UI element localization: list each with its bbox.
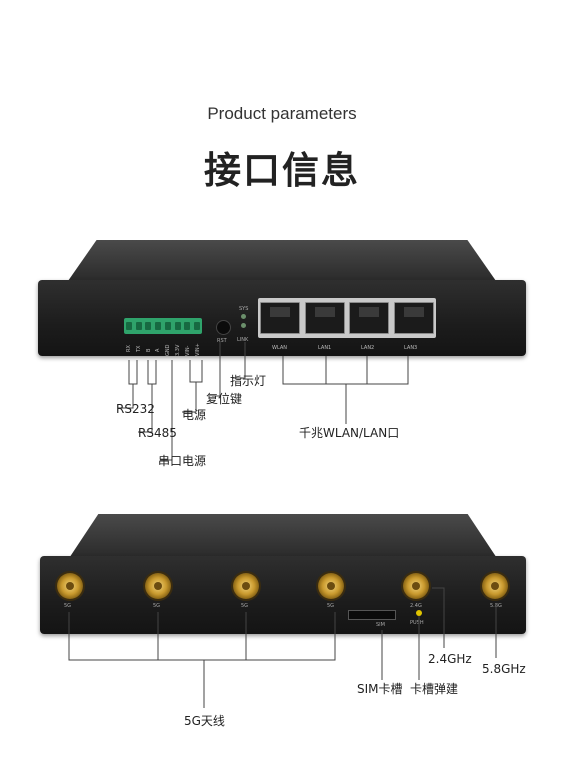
rear-device-top <box>69 514 497 558</box>
annot-rs485: RS485 <box>138 426 177 440</box>
antenna-connector-icon <box>482 573 508 599</box>
port-label-lan1: LAN1 <box>318 345 332 351</box>
antenna-label-4: 5G <box>327 603 335 609</box>
annot-2-4ghz: 2.4GHz <box>428 652 472 666</box>
ethernet-port-lan1[interactable] <box>304 302 345 334</box>
ethernet-port-lan3[interactable] <box>393 302 434 334</box>
led-label-link: LINK <box>237 337 249 343</box>
sim-card-slot[interactable] <box>348 610 396 620</box>
ethernet-port-wlan[interactable] <box>260 302 301 334</box>
antenna-label-1: 5G <box>64 603 72 609</box>
annot-indicator: 指示灯 <box>230 374 267 388</box>
annot-eject: 卡槽弹建 <box>410 682 459 696</box>
port-label-lan2: LAN2 <box>361 345 375 351</box>
push-eject-button[interactable] <box>416 610 422 616</box>
push-label: PUSH <box>410 620 424 626</box>
front-device-top <box>67 240 497 282</box>
rear-device-body <box>40 556 526 634</box>
page-title: 接口信息 <box>204 149 360 192</box>
port-label-lan3: LAN3 <box>404 345 418 351</box>
annot-reset-key: 复位键 <box>206 392 243 406</box>
annot-gigabit-ports: 千兆WLAN/LAN口 <box>299 426 400 440</box>
antenna-connector-icon <box>318 573 344 599</box>
ethernet-port-lan2[interactable] <box>349 302 390 334</box>
sim-slot-label: SIM <box>376 622 385 628</box>
link-led-icon <box>241 323 246 328</box>
antenna-label-3: 5G <box>241 603 249 609</box>
antenna-connector-icon <box>233 573 259 599</box>
page-subtitle: Product parameters <box>207 104 357 123</box>
antenna-connector-icon <box>145 573 171 599</box>
terminal-block <box>124 318 202 334</box>
annot-rs232: RS232 <box>116 402 155 416</box>
annot-5-8ghz: 5.8GHz <box>482 662 526 676</box>
rst-label: RST <box>217 338 227 344</box>
reset-button[interactable] <box>216 320 231 335</box>
antenna-label-5: 2.4G <box>410 603 422 609</box>
port-label-wlan: WLAN <box>272 345 288 351</box>
led-label-sys: SYS <box>239 306 249 312</box>
annot-5g-antenna: 5G天线 <box>184 714 225 728</box>
annot-sim-slot: SIM卡槽 <box>357 682 403 696</box>
antenna-label-2: 5G <box>153 603 161 609</box>
ethernet-port-group <box>258 298 436 338</box>
sys-led-icon <box>241 314 246 319</box>
antenna-connector-icon <box>403 573 429 599</box>
annot-power: 电源 <box>182 408 207 422</box>
annot-serial-power: 串口电源 <box>158 454 207 468</box>
antenna-connector-icon <box>57 573 83 599</box>
